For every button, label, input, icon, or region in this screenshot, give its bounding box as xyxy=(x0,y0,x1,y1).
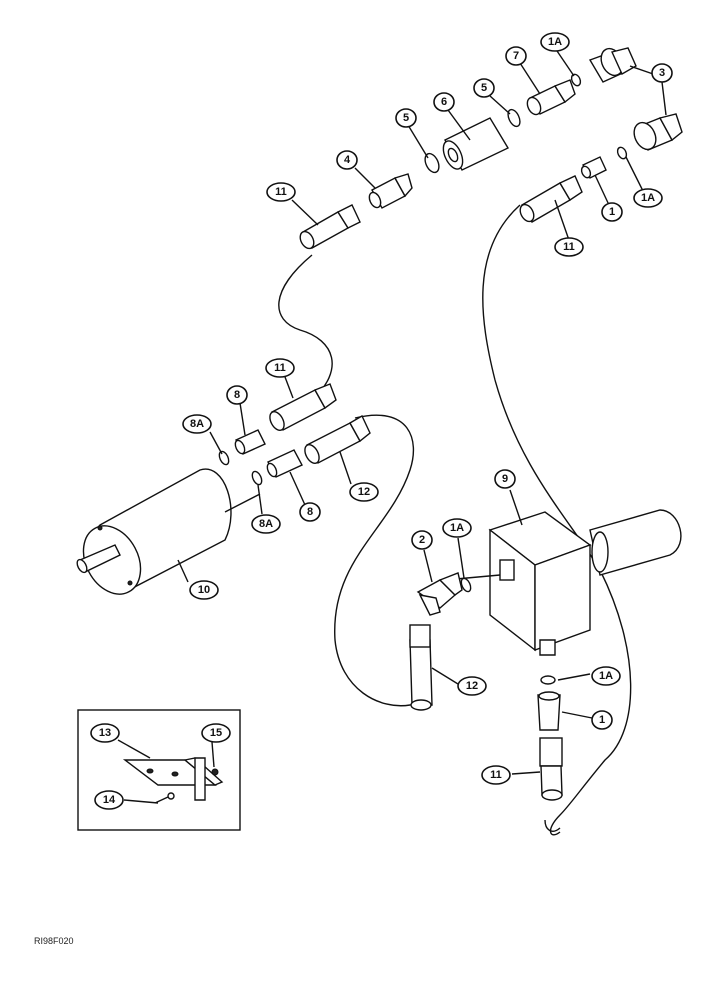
hose-end-11-right xyxy=(519,175,583,223)
coupler-3-lower xyxy=(633,113,683,151)
svg-text:1A: 1A xyxy=(599,670,613,682)
svg-text:1A: 1A xyxy=(641,192,655,204)
svg-text:1A: 1A xyxy=(450,522,464,534)
callout-8-bottom: 8 xyxy=(299,502,321,522)
callout-1-low: 1 xyxy=(591,710,613,730)
figure-reference-code: RI98F020 xyxy=(34,936,74,946)
coupler-3-upper xyxy=(588,47,637,83)
callout-12-mid: 12 xyxy=(349,482,379,502)
svg-text:8A: 8A xyxy=(190,418,204,430)
hose-mid-loop xyxy=(334,414,424,707)
adapter-1-right xyxy=(580,156,607,179)
callout-2: 2 xyxy=(411,530,433,550)
svg-text:3: 3 xyxy=(659,67,665,79)
callout-8a-bottom: 8A xyxy=(251,514,281,534)
callout-12-low: 12 xyxy=(457,676,487,696)
svg-text:1A: 1A xyxy=(548,36,562,48)
adapter-4 xyxy=(368,173,413,209)
oring-8a-bottom xyxy=(251,470,263,486)
hose-end-11-low xyxy=(539,737,563,801)
callout-11-right: 11 xyxy=(554,237,584,257)
callout-1-right: 1 xyxy=(601,202,623,222)
callout-15: 15 xyxy=(201,723,231,743)
hose-left-upper xyxy=(278,254,333,401)
svg-text:1: 1 xyxy=(609,206,615,218)
hose-end-11-topleft xyxy=(299,204,361,250)
callout-5-left: 5 xyxy=(395,108,417,128)
oring-8a-top xyxy=(218,450,230,466)
callout-1a-low: 1A xyxy=(591,666,621,686)
callout-9: 9 xyxy=(494,469,516,489)
oring-1a-low xyxy=(540,675,556,685)
svg-text:12: 12 xyxy=(358,486,370,498)
hose-mid-loop-lower xyxy=(544,819,561,832)
svg-text:14: 14 xyxy=(103,794,116,806)
adapter-1-low xyxy=(537,691,561,731)
svg-text:11: 11 xyxy=(275,186,287,198)
svg-text:11: 11 xyxy=(274,362,286,374)
callout-1a-right: 1A xyxy=(633,188,663,208)
callout-1a-top: 1A xyxy=(540,32,570,52)
elbow-2 xyxy=(416,572,463,616)
callout-11-low: 11 xyxy=(481,765,511,785)
callout-5-mid: 5 xyxy=(473,78,495,98)
nut-15 xyxy=(211,768,219,776)
svg-text:15: 15 xyxy=(210,727,222,739)
hose-end-12-mid xyxy=(304,415,371,464)
svg-text:8: 8 xyxy=(307,506,313,518)
adapter-7 xyxy=(526,79,576,116)
callout-11-topleft: 11 xyxy=(266,182,296,202)
svg-text:7: 7 xyxy=(513,50,519,62)
svg-text:1: 1 xyxy=(599,714,605,726)
callout-6: 6 xyxy=(433,92,455,112)
callout-11-mid: 11 xyxy=(265,358,295,378)
callout-3: 3 xyxy=(651,63,673,83)
callout-1a-valve: 1A xyxy=(442,518,472,538)
hose-end-12-low xyxy=(409,624,433,711)
svg-text:5: 5 xyxy=(403,112,409,124)
oring-1a-right xyxy=(616,146,628,160)
svg-text:10: 10 xyxy=(198,584,210,596)
hoses xyxy=(278,204,632,836)
svg-text:8: 8 xyxy=(234,389,240,401)
svg-text:13: 13 xyxy=(99,727,111,739)
valve-block-9 xyxy=(444,509,682,656)
svg-text:9: 9 xyxy=(502,473,508,485)
callout-14: 14 xyxy=(94,790,124,810)
callout-7: 7 xyxy=(505,46,527,66)
check-valve-6 xyxy=(442,117,509,171)
callout-8-top: 8 xyxy=(226,385,248,405)
svg-text:2: 2 xyxy=(419,534,425,546)
svg-text:8A: 8A xyxy=(259,518,273,530)
leader-lines xyxy=(117,47,667,804)
hose-right-long xyxy=(482,204,632,836)
adapter-8-top xyxy=(234,429,266,455)
svg-text:12: 12 xyxy=(466,680,478,692)
adapter-8-bottom xyxy=(266,449,303,478)
hose-end-11-mid xyxy=(269,383,337,431)
callout-10: 10 xyxy=(189,580,219,600)
svg-text:4: 4 xyxy=(344,154,351,166)
inset-box xyxy=(77,709,241,831)
svg-text:6: 6 xyxy=(441,96,447,108)
washer-5-mid xyxy=(507,108,521,128)
callout-13: 13 xyxy=(90,723,120,743)
svg-text:11: 11 xyxy=(563,241,575,253)
motor-10 xyxy=(76,468,261,595)
screw-14 xyxy=(154,792,175,804)
svg-text:5: 5 xyxy=(481,82,487,94)
callout-4: 4 xyxy=(336,150,358,170)
oring-1a-valve xyxy=(460,577,472,593)
callout-8a-top: 8A xyxy=(182,414,212,434)
washer-5-left xyxy=(424,152,440,174)
svg-text:11: 11 xyxy=(490,769,502,781)
